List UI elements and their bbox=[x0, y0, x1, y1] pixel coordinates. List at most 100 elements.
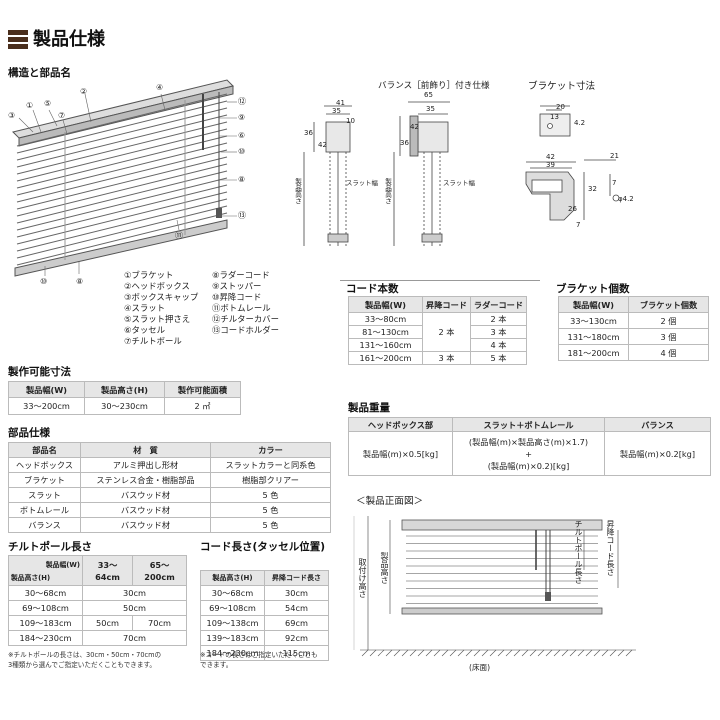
parts-legend-left: ①ブラケット ②ヘッドボックス ③ボックスキャップ ④スラット ⑤スラット押さえ… bbox=[124, 270, 198, 347]
bracket-dim-39: 39 bbox=[546, 161, 555, 169]
slat-line bbox=[16, 163, 228, 217]
floor-hatch-line bbox=[569, 649, 577, 657]
cell: バスウッド材 bbox=[80, 517, 211, 533]
floor-hatch-line bbox=[417, 649, 425, 657]
floor-hatch-line bbox=[585, 649, 593, 657]
callout-4: ④ bbox=[156, 83, 164, 92]
formula-line: (製品幅(m)×0.2)[kg] bbox=[487, 460, 570, 471]
callout-1: ① bbox=[26, 101, 34, 110]
legend-item: ③ボックスキャップ bbox=[124, 292, 199, 302]
bracket-dim-4-2: 4.2 bbox=[574, 119, 586, 127]
cord-length-heading: コード長さ(タッセル位置) bbox=[200, 541, 326, 553]
cell: 5 色 bbox=[210, 517, 331, 533]
cell: 5 色 bbox=[210, 487, 331, 503]
floor-hatch-line bbox=[513, 649, 521, 657]
size-range-heading: 製作可能寸法 bbox=[8, 366, 71, 378]
floor-hatch-line bbox=[409, 649, 417, 657]
slat-line bbox=[16, 128, 228, 182]
cell: 3 本 bbox=[422, 351, 471, 365]
col-header: 製品高さ(H) bbox=[84, 381, 165, 398]
table-row: ヘッドボックスアルミ押出し形材スラットカラーと同系色 bbox=[8, 457, 331, 473]
legend-item: ②ヘッドボックス bbox=[124, 281, 190, 291]
floor-hatch-line bbox=[473, 649, 481, 657]
floor-hatch-line bbox=[433, 649, 441, 657]
cell: 115cm bbox=[264, 645, 329, 661]
slat-line bbox=[16, 212, 228, 266]
dim-42: 42 bbox=[318, 141, 327, 149]
cord-length-note: ※コードの長さはご指定いただくことも できます。 bbox=[200, 650, 318, 670]
floor-hatch-line bbox=[425, 649, 433, 657]
cell: 製品幅(m)×0.2[kg] bbox=[604, 431, 711, 476]
callout-8b: ⑧ bbox=[76, 277, 84, 286]
cell: 2 ㎡ bbox=[164, 397, 241, 415]
cell: 70cm bbox=[132, 615, 187, 631]
cell: 30～68cm bbox=[8, 585, 83, 601]
cell: 139～183cm bbox=[200, 630, 265, 646]
floor-hatch-line bbox=[529, 649, 537, 657]
legend-item: ⑧ラダーコード bbox=[212, 270, 270, 280]
floor-hatch-line bbox=[561, 649, 569, 657]
bracket-dim-7: 7 bbox=[612, 179, 617, 187]
callout-10b: ⑩ bbox=[40, 277, 48, 286]
slat-line bbox=[16, 114, 228, 168]
floor-hatch-line bbox=[441, 649, 449, 657]
cell: 50cm bbox=[82, 600, 187, 616]
dim-10: 10 bbox=[346, 117, 355, 125]
note-line: ※コードの長さはご指定いただくことも bbox=[200, 651, 318, 659]
col-header: スラット＋ボトムレール bbox=[452, 417, 605, 432]
table-row: 33～200cm 30～230cm 2 ㎡ bbox=[8, 397, 241, 415]
bracket-dim-20: 20 bbox=[556, 103, 565, 111]
floor-hatch-line bbox=[601, 649, 609, 657]
cell: 5 色 bbox=[210, 502, 331, 518]
install-height-label: 取付け高さ bbox=[358, 558, 367, 598]
cell: 131～160cm bbox=[348, 338, 423, 352]
col-header: カラー bbox=[210, 442, 331, 458]
corner-header: 製品幅(W) 製品高さ(H) bbox=[8, 555, 83, 586]
cell: ヘッドボックス bbox=[8, 457, 81, 473]
cell: 70cm bbox=[82, 630, 187, 646]
slat-line bbox=[16, 93, 228, 147]
floor-hatch-line bbox=[625, 649, 633, 657]
formula-line: (製品幅(m)×製品高さ(m)×1.7) bbox=[468, 436, 589, 447]
cell: バスウッド材 bbox=[80, 502, 211, 518]
col-header: 製品幅(W) bbox=[348, 296, 423, 313]
col-header: 33～64cm bbox=[82, 555, 133, 586]
note-line: ※チルトポールの長さは、30cm・50cm・70cmの bbox=[8, 651, 162, 659]
cell: 81～130cm bbox=[348, 325, 423, 339]
tilt-pole-label: チルトポール長さ bbox=[574, 520, 583, 584]
legend-item: ⑬コードホルダー bbox=[212, 325, 279, 335]
floor-hatch-line bbox=[505, 649, 513, 657]
header-line: 200cm bbox=[144, 571, 175, 582]
slat-line bbox=[16, 170, 228, 224]
cell: 50cm bbox=[82, 615, 133, 631]
height-label-left: 製品高さ bbox=[293, 178, 302, 205]
col-header: 製品幅(W) bbox=[558, 296, 629, 313]
cell: 製品幅(m)×0.5[kg] bbox=[348, 431, 453, 476]
cell: アルミ押出し形材 bbox=[80, 457, 211, 473]
slat-line bbox=[16, 156, 228, 210]
cell: 30～230cm bbox=[84, 397, 165, 415]
size-range-table: 製品幅(W) 製品高さ(H) 製作可能面積 33～200cm 30～230cm … bbox=[8, 381, 241, 415]
header-line: 33～ bbox=[97, 559, 118, 570]
cell: 109～183cm bbox=[8, 615, 83, 631]
header-line: 64cm bbox=[95, 571, 120, 582]
cell: 33～80cm bbox=[348, 312, 423, 326]
legend-item: ④スラット bbox=[124, 303, 166, 313]
structure-heading: 構造と部品名 bbox=[8, 67, 71, 79]
cell: バランス bbox=[8, 517, 81, 533]
floor-label: (床面) bbox=[469, 663, 491, 672]
bracket-dim-32: 32 bbox=[588, 185, 597, 193]
col-header: 材 質 bbox=[80, 442, 211, 458]
bracket-dim-phi: φ4.2 bbox=[618, 195, 634, 203]
dim-41: 41 bbox=[336, 99, 345, 107]
dim-35: 35 bbox=[332, 107, 341, 115]
